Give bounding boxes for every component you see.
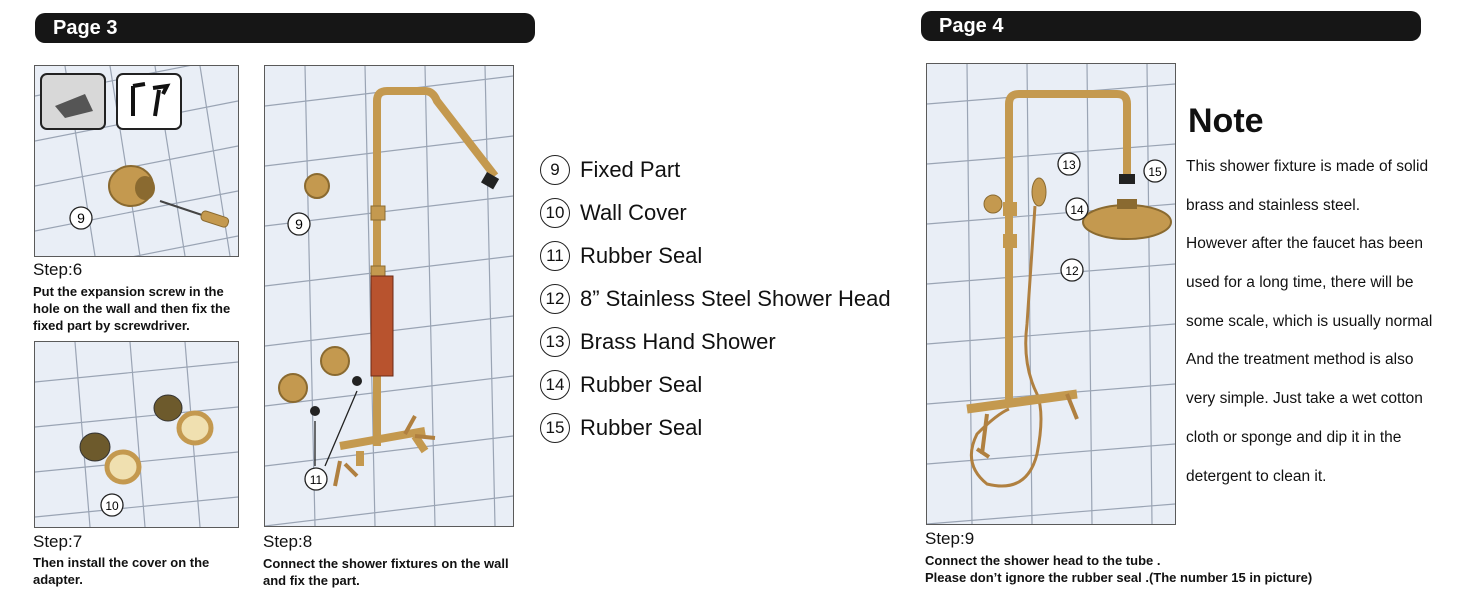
screwdriver-icon [200, 210, 230, 228]
callout-9: 9 [77, 210, 85, 226]
slide-bar [370, 275, 394, 377]
step-6-drawing: 9 [35, 66, 238, 256]
step-9-label: Step:9 [925, 529, 975, 548]
note-line: This shower fixture is made of solid [1186, 158, 1429, 175]
callout-9-step8: 9 [295, 216, 303, 232]
step-7-illustration: 10 [34, 341, 239, 528]
note-line: cloth or sponge and dip it in the [1186, 429, 1402, 446]
step-9-text: Connect the shower head to the tube . Pl… [925, 553, 1313, 585]
hand-shower-13 [1031, 177, 1047, 207]
page-3-title: Page 3 [53, 17, 118, 39]
note-line: used for a long time, there will be [1186, 274, 1414, 291]
hammer-icon [116, 73, 182, 130]
step-9-illustration: 13 14 15 12 [926, 63, 1176, 525]
page-4-title: Page 4 [939, 15, 1004, 37]
step-9-drawing: 13 14 15 12 [927, 64, 1175, 524]
callout-13: 13 [1062, 158, 1076, 172]
callout-12: 12 [1065, 264, 1079, 278]
shower-hose [969, 205, 1043, 488]
note-line: However after the faucet has been [1186, 235, 1423, 252]
note-line: detergent to clean it. [1186, 468, 1327, 485]
shower-pipe [373, 87, 499, 446]
note-line: brass and stainless steel. [1186, 197, 1361, 214]
callout-10: 10 [105, 499, 119, 513]
wall-cover-10 [104, 449, 142, 485]
step-7-drawing: 10 [35, 342, 238, 527]
shower-pipe-step9 [1005, 90, 1131, 404]
step-8-illustration: 11 9 [264, 65, 514, 527]
step-7-label: Step:7 [33, 532, 83, 551]
callout-11: 11 [310, 473, 323, 487]
step-8-drawing: 11 9 [265, 66, 513, 526]
shower-head-12 [1082, 204, 1172, 240]
step-7-text: Then install the cover on the adapter. [33, 555, 210, 587]
step-8-text: Connect the shower fixtures on the wall … [263, 556, 509, 588]
note-line: some scale, which is usually normal [1186, 313, 1433, 330]
step-6-label: Step:6 [33, 260, 83, 279]
callout-15: 15 [1148, 165, 1162, 179]
page-3-header: Page 3 [35, 13, 535, 43]
note-line: very simple. Just take a wet cotton [1186, 390, 1423, 407]
step-6-text: Put the expansion screw in the hole on t… [33, 284, 231, 333]
step-6-illustration: 9 [34, 65, 239, 257]
callout-14: 14 [1070, 203, 1084, 217]
step-8-label: Step:8 [263, 532, 313, 551]
note-line: And the treatment method is also [1186, 351, 1414, 368]
page-4-header: Page 4 [921, 11, 1421, 41]
note-title: Note [1188, 102, 1264, 140]
